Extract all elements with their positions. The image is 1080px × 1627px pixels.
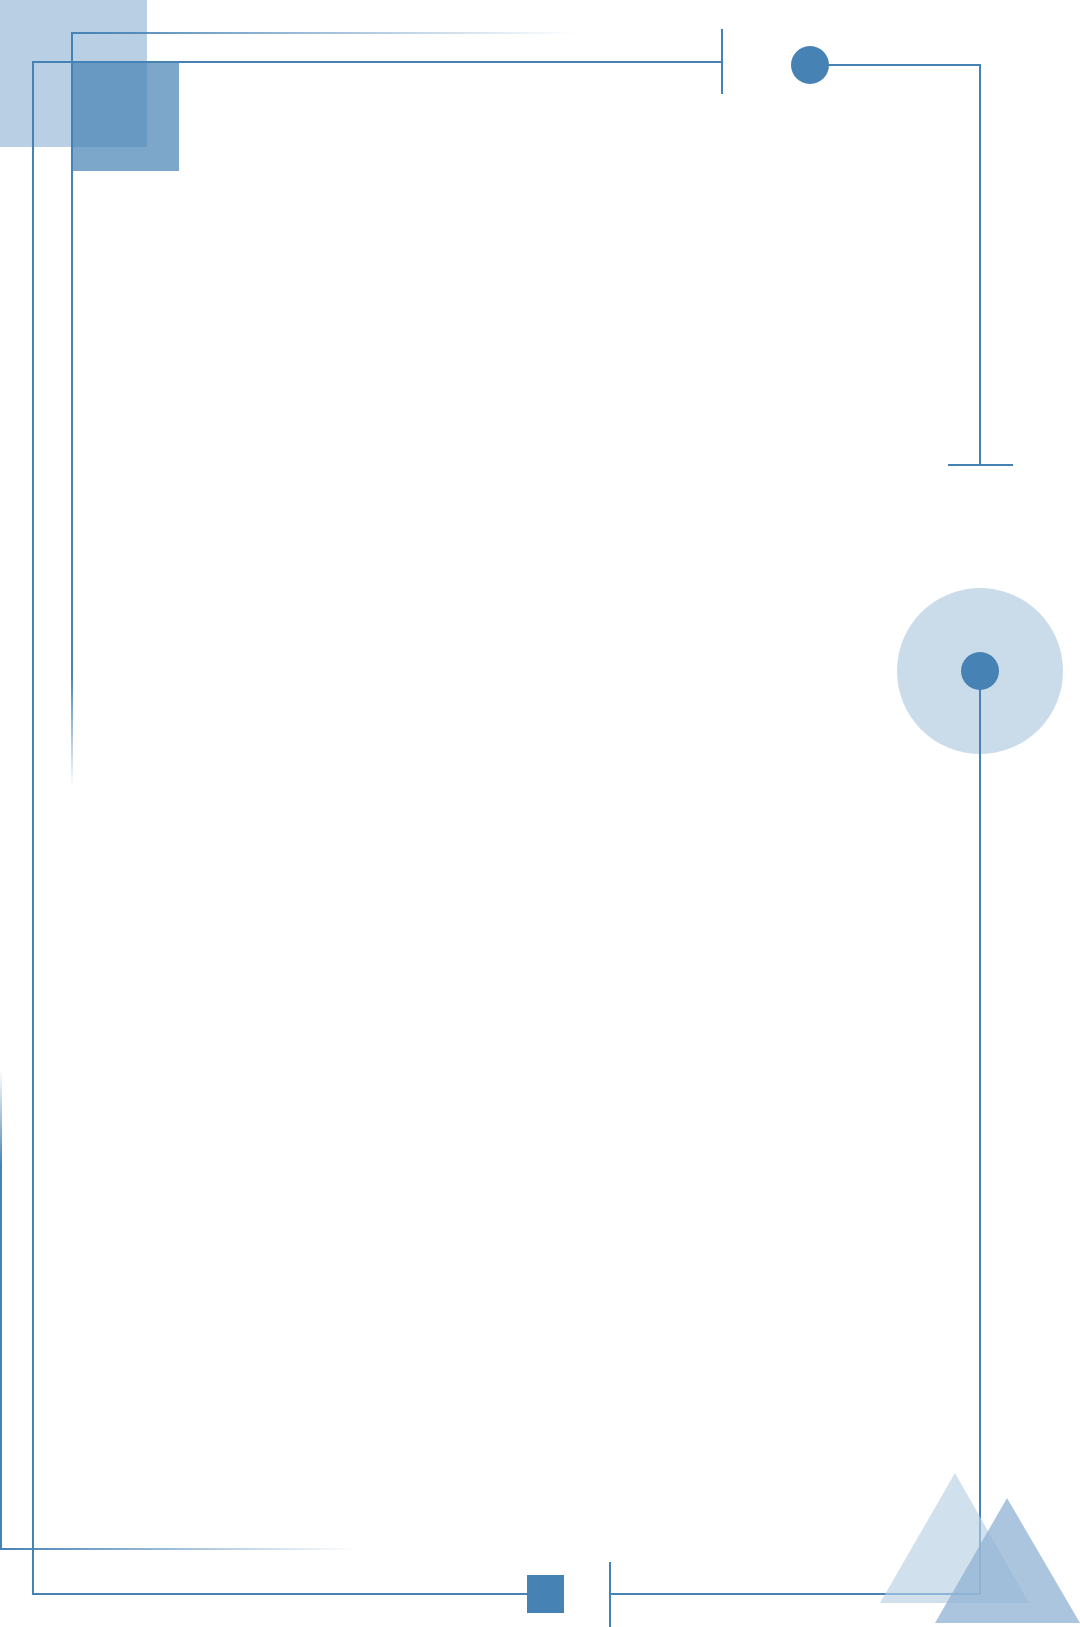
right-bracket-line	[810, 64, 981, 465]
left-edge-line	[0, 1070, 2, 1550]
dark-triangle	[935, 1498, 1080, 1623]
dark-square	[72, 62, 179, 171]
bottom-left-line	[0, 1548, 357, 1550]
right-frame-line	[610, 671, 981, 1595]
inner-left-line	[71, 32, 73, 788]
inner-top-line	[71, 32, 577, 34]
bottom-square	[527, 1575, 564, 1613]
outer-frame-line	[32, 61, 722, 1595]
